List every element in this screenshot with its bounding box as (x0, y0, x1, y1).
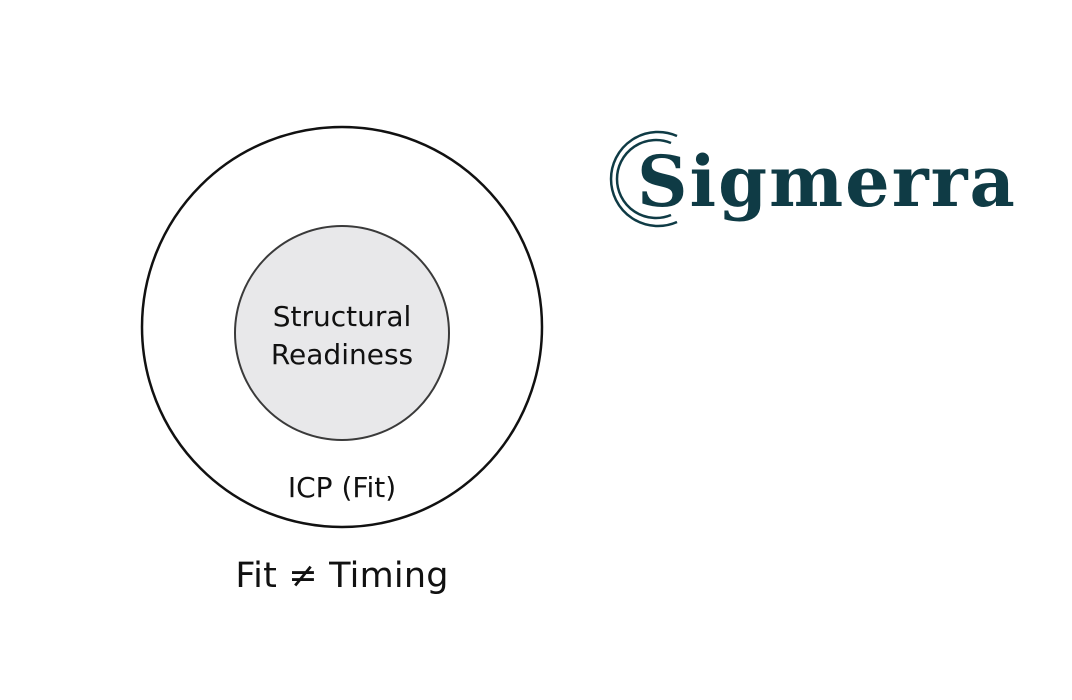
inner-label-line2: Readiness (271, 338, 413, 371)
logo-ring-inner-icon (615, 138, 672, 220)
outer-label-icp: ICP (Fit) (288, 471, 396, 504)
sigmerra-logo: Sigmerra (609, 130, 1017, 228)
inner-circle-structural-readiness (234, 225, 450, 441)
diagram-caption: Fit ≠ Timing (235, 556, 449, 596)
logo-ring-outer-icon (609, 130, 678, 228)
inner-label-line1: Structural (273, 300, 412, 333)
logo-wordmark: Sigmerra (637, 140, 1017, 223)
